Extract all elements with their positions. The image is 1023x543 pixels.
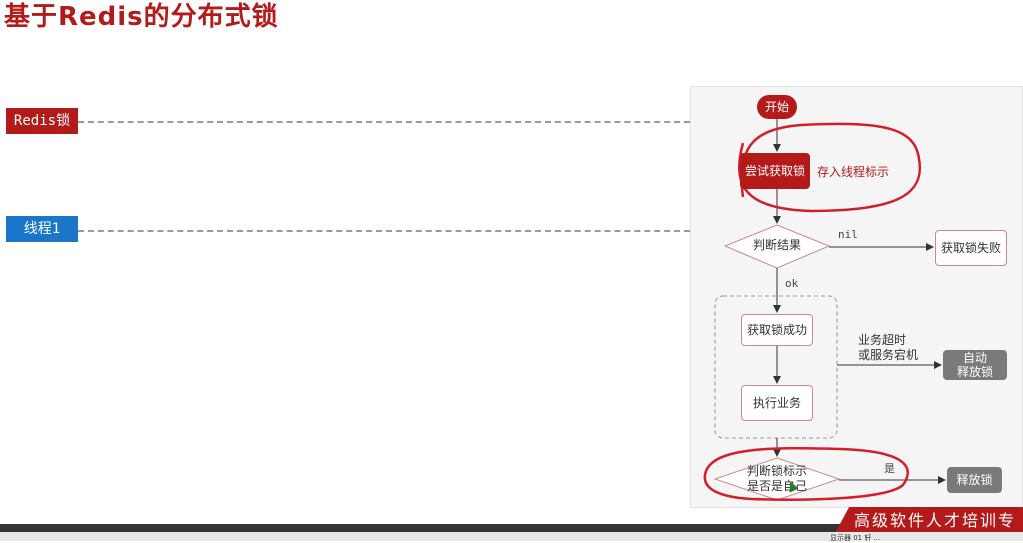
flowchart-edges (703, 119, 946, 501)
judge-self-line-1: 判断锁标示 (746, 464, 807, 478)
thread-timeline (78, 230, 690, 232)
store-thread-id-note: 存入线程标示 (817, 165, 890, 179)
lock-success-node: 获取锁成功 (741, 314, 813, 346)
bottom-bar (0, 524, 1023, 532)
auto-line-2: 释放锁 (956, 365, 993, 379)
start-node: 开始 (757, 95, 797, 119)
highlight-circle-bottom (703, 447, 909, 501)
execute-business-node: 执行业务 (741, 385, 813, 421)
redis-timeline (78, 121, 690, 123)
timeout-line-2: 或服务宕机 (858, 348, 919, 362)
try-lock-node: 尝试获取锁 (740, 153, 810, 189)
slide-title: 基于Redis的分布式锁 (4, 2, 279, 32)
judge-self-line-2: 是否是自己 (746, 479, 807, 493)
business-group-box (714, 295, 838, 439)
thread-1-label: 线程1 (6, 216, 78, 242)
flowchart-panel: 开始 尝试获取锁 存入线程标示 判断结果 nil 获取锁失败 ok 获取锁成功 … (690, 86, 1023, 508)
lock-fail-node: 获取锁失败 (935, 230, 1007, 266)
ok-label: ok (785, 277, 799, 290)
judge-result-text: 判断结果 (752, 238, 801, 252)
judge-self-text: 判断锁标示 是否是自己 (727, 464, 827, 494)
release-lock-node: 释放锁 (947, 467, 1002, 493)
auto-release-node: 自动 释放锁 (943, 350, 1007, 380)
timeout-line-1: 业务超时 (858, 333, 907, 347)
yes-label: 是 (884, 462, 895, 475)
redis-lock-label: Redis锁 (6, 108, 78, 134)
auto-line-1: 自动 (962, 351, 987, 365)
taskbar (0, 532, 1023, 541)
timeout-label: 业务超时 或服务宕机 (858, 333, 918, 363)
nil-label: nil (838, 228, 858, 241)
taskbar-text: 显示器 01 轩 ... (830, 534, 881, 542)
highlight-circle-top (738, 122, 922, 213)
brand-banner: 高级软件人才培训专 (834, 507, 1023, 535)
